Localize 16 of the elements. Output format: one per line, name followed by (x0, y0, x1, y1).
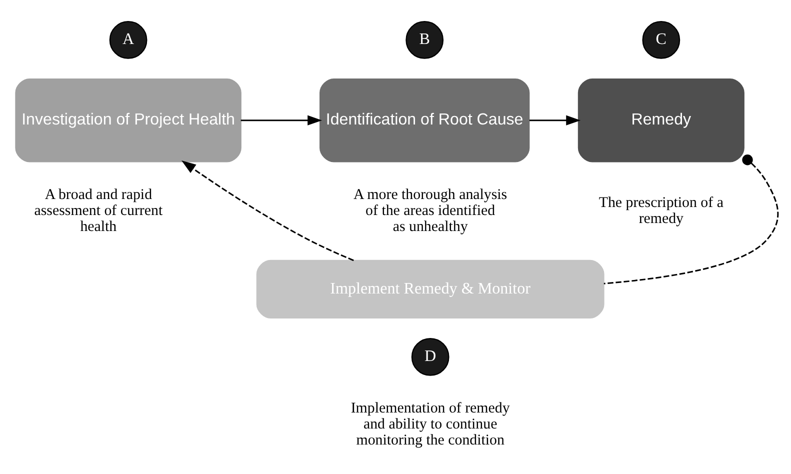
node-box: Remedy (578, 78, 744, 162)
node-circle: D (411, 338, 450, 376)
connector (604, 154, 779, 284)
node-circle: B (406, 20, 444, 58)
node-box: Implement Remedy & Monitor (256, 259, 604, 318)
node-box: Identification of Root Cause (320, 78, 530, 162)
node-label: A broad and rapid assessment of current health (34, 186, 163, 235)
arrow (529, 114, 581, 125)
node-circle: A (109, 20, 148, 58)
node-box: Investigation of Project Health (15, 78, 242, 162)
arrow (182, 160, 354, 261)
node-label: Implementation of remedy and ability to continue monitoring the condition (350, 400, 510, 448)
node-circle: C (642, 20, 680, 58)
arrow (240, 114, 322, 125)
node-label: A more thorough analysis of the areas identified as unhealthy (354, 186, 508, 235)
node-label: The prescription of a remedy (598, 194, 724, 227)
